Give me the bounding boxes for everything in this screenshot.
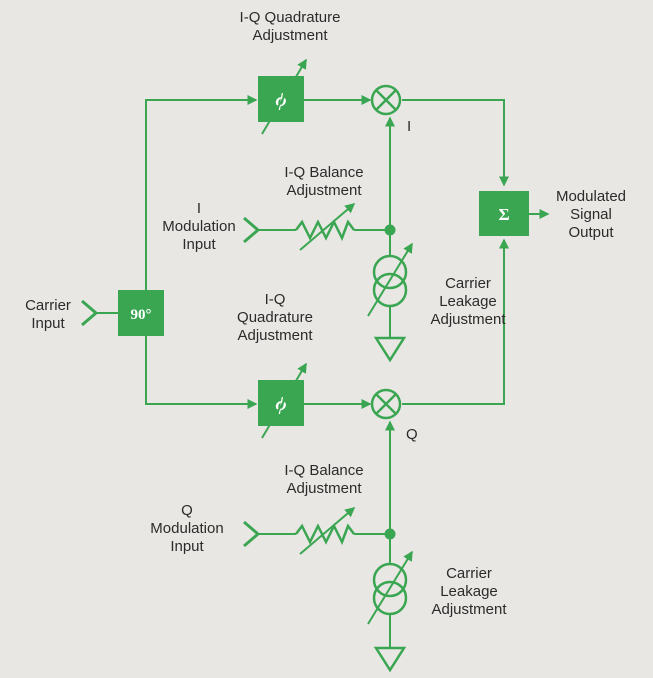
carrier-leakage-top-label: Carrier Leakage Adjustment <box>430 275 506 328</box>
i-junction-dot <box>384 224 396 236</box>
q-balance-resistor-icon <box>295 523 355 546</box>
i-modulation-input-label: I Modulation Input <box>162 200 236 253</box>
q-input-chevron-icon <box>243 520 261 548</box>
i-phase-shifter-block: ϕ <box>258 76 304 122</box>
iq-quadrature-top-label: I-Q Quadrature Adjustment <box>239 9 341 44</box>
splitter-90-label: 90° <box>131 307 152 323</box>
carrier-input-chevron-icon <box>81 299 99 327</box>
i-quadrature-adjust-arrow-icon <box>261 58 307 135</box>
i-leakage-current-source-icon <box>372 254 408 308</box>
i-mixer-to-sum-wire <box>402 99 509 187</box>
i-leakage-adjust-arrow-icon <box>367 242 413 317</box>
q-junction-dot <box>384 528 396 540</box>
q-quadrature-adjust-arrow-icon <box>261 362 307 439</box>
i-carrier-wire <box>145 95 258 290</box>
iq-balance-top-label: I-Q Balance Adjustment <box>284 164 364 199</box>
summer-label: Σ <box>498 205 509 224</box>
q-ground-icon <box>373 646 407 673</box>
iq-quadrature-mid-label: I-Q Quadrature Adjustment <box>237 291 313 344</box>
q-balance-adjust-arrow-icon <box>299 507 356 555</box>
modulated-output-label: Modulated Signal Output <box>555 188 627 241</box>
q-carrier-wire <box>145 336 258 409</box>
i-balance-adjust-arrow-icon <box>299 203 356 251</box>
q-phase-shifter-block: ϕ <box>258 380 304 426</box>
iq-balance-bottom-label: I-Q Balance Adjustment <box>284 462 364 497</box>
q-channel-label: Q <box>406 426 418 443</box>
q-mixer-icon <box>370 388 402 420</box>
i-balance-resistor-icon <box>295 219 355 242</box>
splitter-90-block: 90° <box>118 290 164 336</box>
q-leakage-current-source-icon <box>372 562 408 616</box>
i-channel-label: I <box>407 118 412 135</box>
carrier-input-label: Carrier Input <box>25 297 71 332</box>
summer-block: Σ <box>479 191 529 236</box>
i-ground-icon <box>373 336 407 363</box>
i-mixer-icon <box>370 84 402 116</box>
carrier-leakage-bottom-label: Carrier Leakage Adjustment <box>431 565 507 618</box>
q-modulation-input-label: Q Modulation Input <box>150 502 224 555</box>
q-mixer-to-sum-wire <box>402 238 509 405</box>
q-leakage-adjust-arrow-icon <box>367 550 413 625</box>
i-input-chevron-icon <box>243 216 261 244</box>
